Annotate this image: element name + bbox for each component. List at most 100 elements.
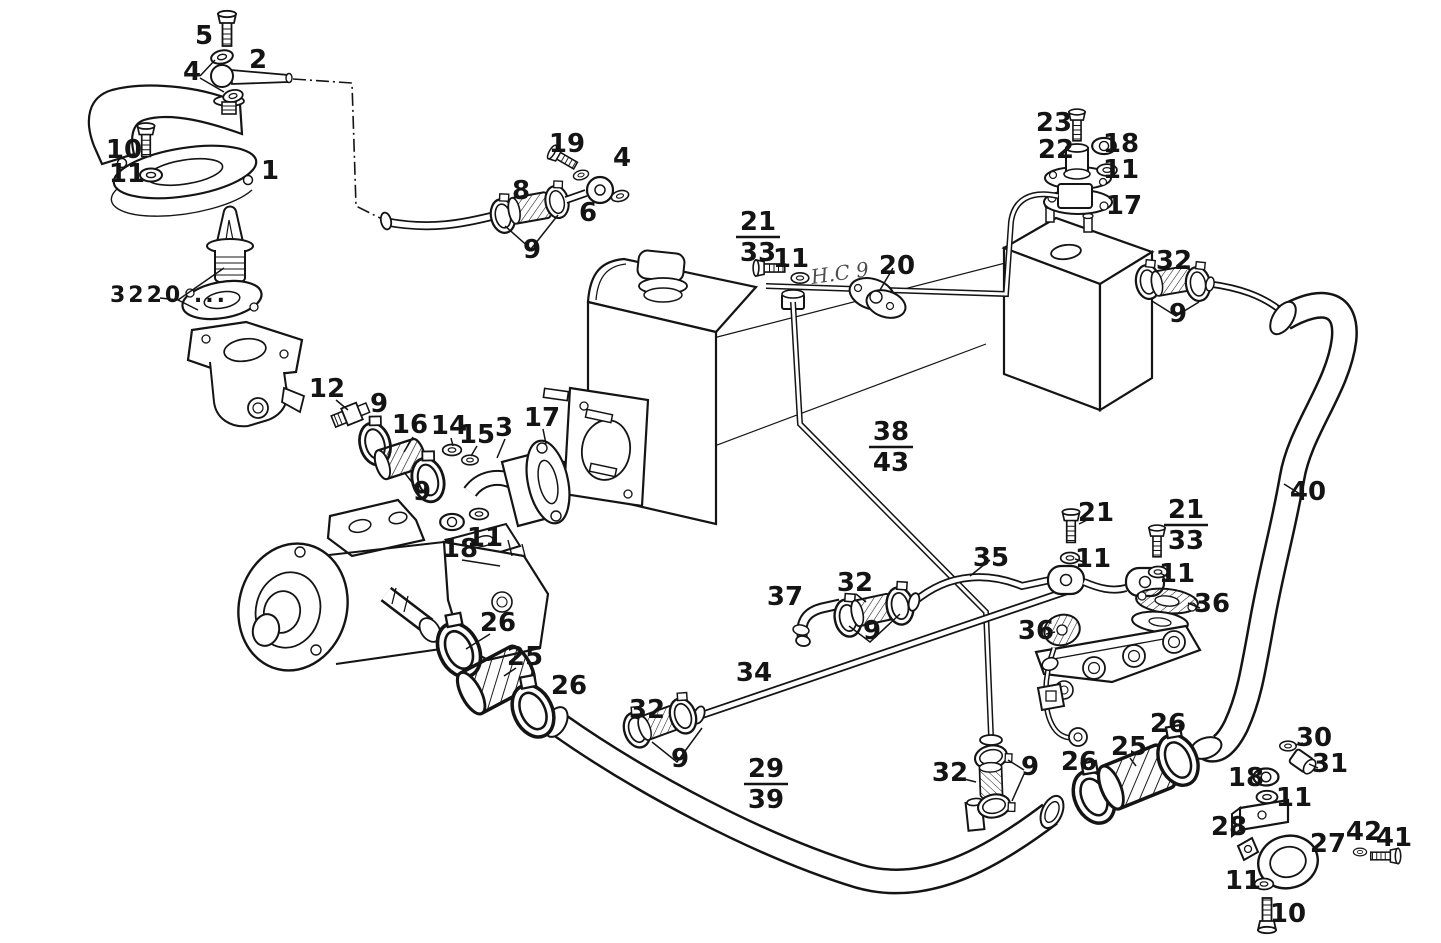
callout-label-11-4: 11 (109, 159, 145, 189)
fraction-bottom: 33 (1168, 526, 1204, 556)
bypass-hose-top (379, 210, 499, 231)
callout-label-40-60: 40 (1290, 477, 1326, 507)
callout-label-9-10: 9 (523, 235, 541, 265)
callout-label-4-7: 4 (613, 143, 631, 173)
callout-label-25-48: 25 (1111, 732, 1147, 762)
callout-label-11-16: 11 (773, 244, 809, 274)
callout-label-32-18: 32 (1156, 246, 1192, 276)
callout-label-17-15: 17 (1106, 191, 1142, 221)
callout-label-11-53: 11 (1276, 783, 1312, 813)
callout-label-9-44: 9 (671, 744, 689, 774)
callout-label-4-2: 4 (183, 57, 201, 87)
fraction-top: 21 (1168, 495, 1204, 525)
callout-label-14-23: 14 (431, 411, 467, 441)
washer-11-banjo (790, 271, 810, 285)
washer-11-mid (468, 507, 490, 521)
callout-label-36-41: 36 (1018, 616, 1054, 646)
callout-label-9-19: 9 (1169, 299, 1187, 329)
callout-label-32-34: 32 (837, 568, 873, 598)
callout-label-18-28: 18 (442, 534, 478, 564)
callout-label-36-40: 36 (1194, 589, 1230, 619)
callout-label-26-32: 26 (551, 671, 587, 701)
callout-label-25-31: 25 (507, 642, 543, 672)
pipe-fitting-head (781, 289, 805, 310)
leader-lines (159, 59, 1319, 802)
elbow-37 (792, 598, 842, 647)
fraction-bottom: 43 (873, 448, 909, 478)
callout-label-6-9: 6 (579, 198, 597, 228)
reference-number-note: 3220 ... (110, 283, 228, 308)
callout-label-10-59: 10 (1270, 899, 1306, 929)
callout-label-2-1: 2 (249, 45, 267, 75)
pipe-38-43 (790, 301, 1003, 746)
steel-pipe-return (765, 191, 1059, 298)
callout-label-19-6: 19 (549, 129, 585, 159)
callout-label-26-49: 26 (1150, 709, 1186, 739)
elbow-3-with-flange-17 (463, 408, 618, 528)
callout-label-8-8: 8 (512, 176, 530, 206)
pipe-35 (907, 564, 1166, 612)
fraction-top: 29 (748, 754, 784, 784)
threaded-stub (221, 101, 237, 115)
bracket-28 (1231, 798, 1290, 838)
callout-label-11-39: 11 (1159, 559, 1195, 589)
callout-label-28-54: 28 (1211, 812, 1247, 842)
callout-label-11-38: 11 (1075, 544, 1111, 574)
bolt-21-33-right (1148, 524, 1166, 558)
callout-label-9-21: 9 (370, 389, 388, 419)
callout-label-37-33: 37 (767, 582, 803, 612)
engine-tank-left (538, 249, 759, 526)
fraction-top: 21 (740, 207, 776, 237)
callout-label-20-17: 20 (879, 251, 915, 281)
clamp-27 (1236, 834, 1319, 890)
callout-label-26-30: 26 (480, 608, 516, 638)
callout-label-31-51: 31 (1312, 749, 1348, 779)
washer-42 (1352, 847, 1368, 857)
callout-label-9-27: 9 (413, 477, 431, 507)
callout-label-16-22: 16 (392, 410, 428, 440)
engine-tank-right (1001, 202, 1155, 412)
callout-label-12-20: 12 (309, 374, 345, 404)
callout-label-27-55: 27 (1310, 829, 1346, 859)
manifold-assembly (1034, 587, 1202, 747)
fraction-bottom: 33 (740, 238, 776, 268)
callout-label-11-14: 11 (1103, 155, 1139, 185)
rod-2 (210, 64, 293, 88)
callout-label-35-36: 35 (973, 543, 1009, 573)
washer-30 (1279, 740, 1297, 752)
hose-40 (1189, 276, 1358, 763)
washer-15 (461, 454, 479, 466)
washer-4a (208, 47, 236, 67)
callout-label-32-43: 32 (629, 695, 665, 725)
fraction-bottom: 39 (748, 785, 784, 815)
callout-label-9-46: 9 (1021, 752, 1039, 782)
callout-label-34-42: 34 (736, 658, 772, 688)
callout-label-17-26: 17 (524, 403, 560, 433)
callout-label-5-0: 5 (195, 21, 213, 51)
fraction-top: 38 (873, 417, 909, 447)
callout-label-30-50: 30 (1296, 723, 1332, 753)
plug-31 (1288, 748, 1317, 775)
callout-label-26-47: 26 (1061, 747, 1097, 777)
callout-label-11-29: 11 (467, 523, 503, 553)
callout-label-18-13: 18 (1103, 129, 1139, 159)
callout-label-9-35: 9 (863, 616, 881, 646)
banjo-fitting-6-4 (564, 167, 631, 205)
callout-label-23-11: 23 (1036, 108, 1072, 138)
callout-label-18-52: 18 (1228, 763, 1264, 793)
bolt-5 (217, 9, 237, 47)
callout-label-15-24: 15 (459, 420, 495, 450)
thermostat-housing (186, 320, 306, 428)
cap-20 (848, 277, 907, 319)
callout-label-41-57: 41 (1376, 823, 1412, 853)
callout-label-11-58: 11 (1225, 866, 1261, 896)
thermostat (206, 205, 254, 285)
tube-34 (692, 586, 1072, 725)
